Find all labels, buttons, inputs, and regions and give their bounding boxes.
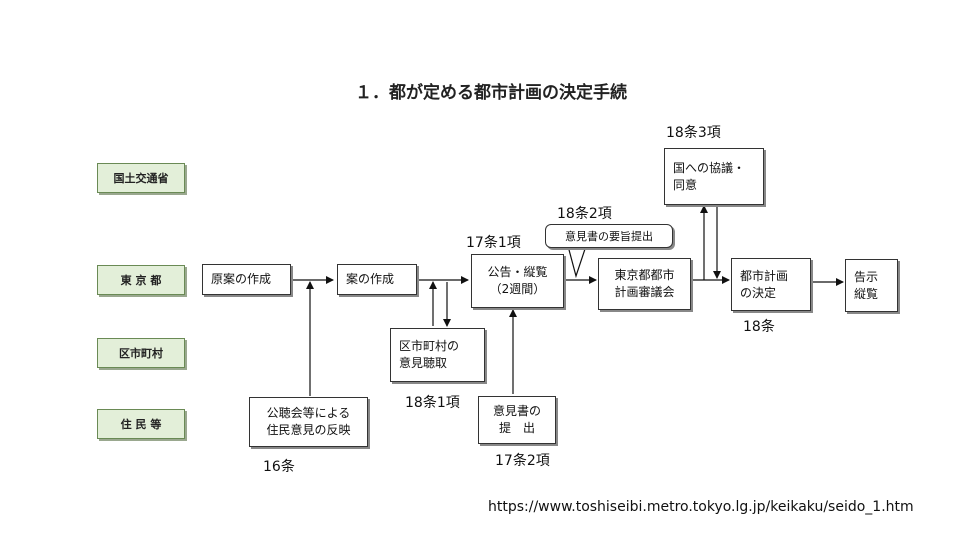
callout-pointer xyxy=(567,245,587,279)
ref-art16: 16条 xyxy=(263,459,295,475)
notice-line-1: 公告・縦覧 xyxy=(487,265,548,279)
announce-line-1: 告示 xyxy=(854,269,879,284)
ref-art17-1: 17条1項 xyxy=(466,235,521,251)
ref-art18-2: 18条2項 xyxy=(557,206,612,222)
ward-hearing-line-1: 区市町村の xyxy=(399,339,460,353)
mlit-consult-box: 国への協議・ 同意 xyxy=(664,148,764,205)
hearing-reflect-line-2: 住民意見の反映 xyxy=(266,423,351,437)
ref-art17-2: 17条2項 xyxy=(495,453,550,469)
mlit-consult-line-1: 国への協議・ xyxy=(673,160,746,175)
ref-art18-1: 18条1項 xyxy=(405,395,460,411)
lane-residents: 住 民 等 xyxy=(97,409,185,439)
mlit-consult-line-2: 同意 xyxy=(673,177,698,192)
source-url: https://www.toshiseibi.metro.tokyo.lg.jp… xyxy=(488,499,914,515)
decision-line-2: の決定 xyxy=(740,285,777,300)
lane-mlit: 国土交通省 xyxy=(97,163,185,193)
lane-wards: 区市町村 xyxy=(97,338,185,368)
council-line-2: 計画審議会 xyxy=(614,285,675,299)
opinion-summary-callout: 意見書の要旨提出 xyxy=(545,224,673,248)
council-line-1: 東京都都市 xyxy=(614,268,675,282)
page-title: １．都が定める都市計画の決定手続 xyxy=(355,83,627,103)
opinion-submit-box: 意見書の 提 出 xyxy=(478,396,556,444)
notice-box: 公告・縦覧 （2週間） xyxy=(471,254,564,308)
announce-box: 告示 縦覧 xyxy=(845,259,898,312)
plan-prep-box: 案の作成 xyxy=(337,264,417,295)
hearing-reflect-box: 公聴会等による 住民意見の反映 xyxy=(249,397,368,447)
ref-art18: 18条 xyxy=(743,319,775,335)
lane-tokyo: 東 京 都 xyxy=(97,265,185,295)
announce-line-2: 縦覧 xyxy=(854,286,879,301)
council-box: 東京都都市 計画審議会 xyxy=(598,258,691,310)
ward-hearing-box: 区市町村の 意見聴取 xyxy=(390,328,485,382)
hearing-reflect-line-1: 公聴会等による xyxy=(266,406,351,420)
ref-art18-3: 18条3項 xyxy=(666,125,721,141)
decision-box: 都市計画 の決定 xyxy=(731,258,811,311)
opinion-submit-line-1: 意見書の xyxy=(492,404,541,418)
decision-line-1: 都市計画 xyxy=(740,268,789,283)
notice-line-2: （2週間） xyxy=(489,282,546,296)
draft-prep-box: 原案の作成 xyxy=(202,264,291,295)
ward-hearing-line-2: 意見聴取 xyxy=(399,356,448,370)
opinion-submit-line-2: 提 出 xyxy=(498,421,535,435)
